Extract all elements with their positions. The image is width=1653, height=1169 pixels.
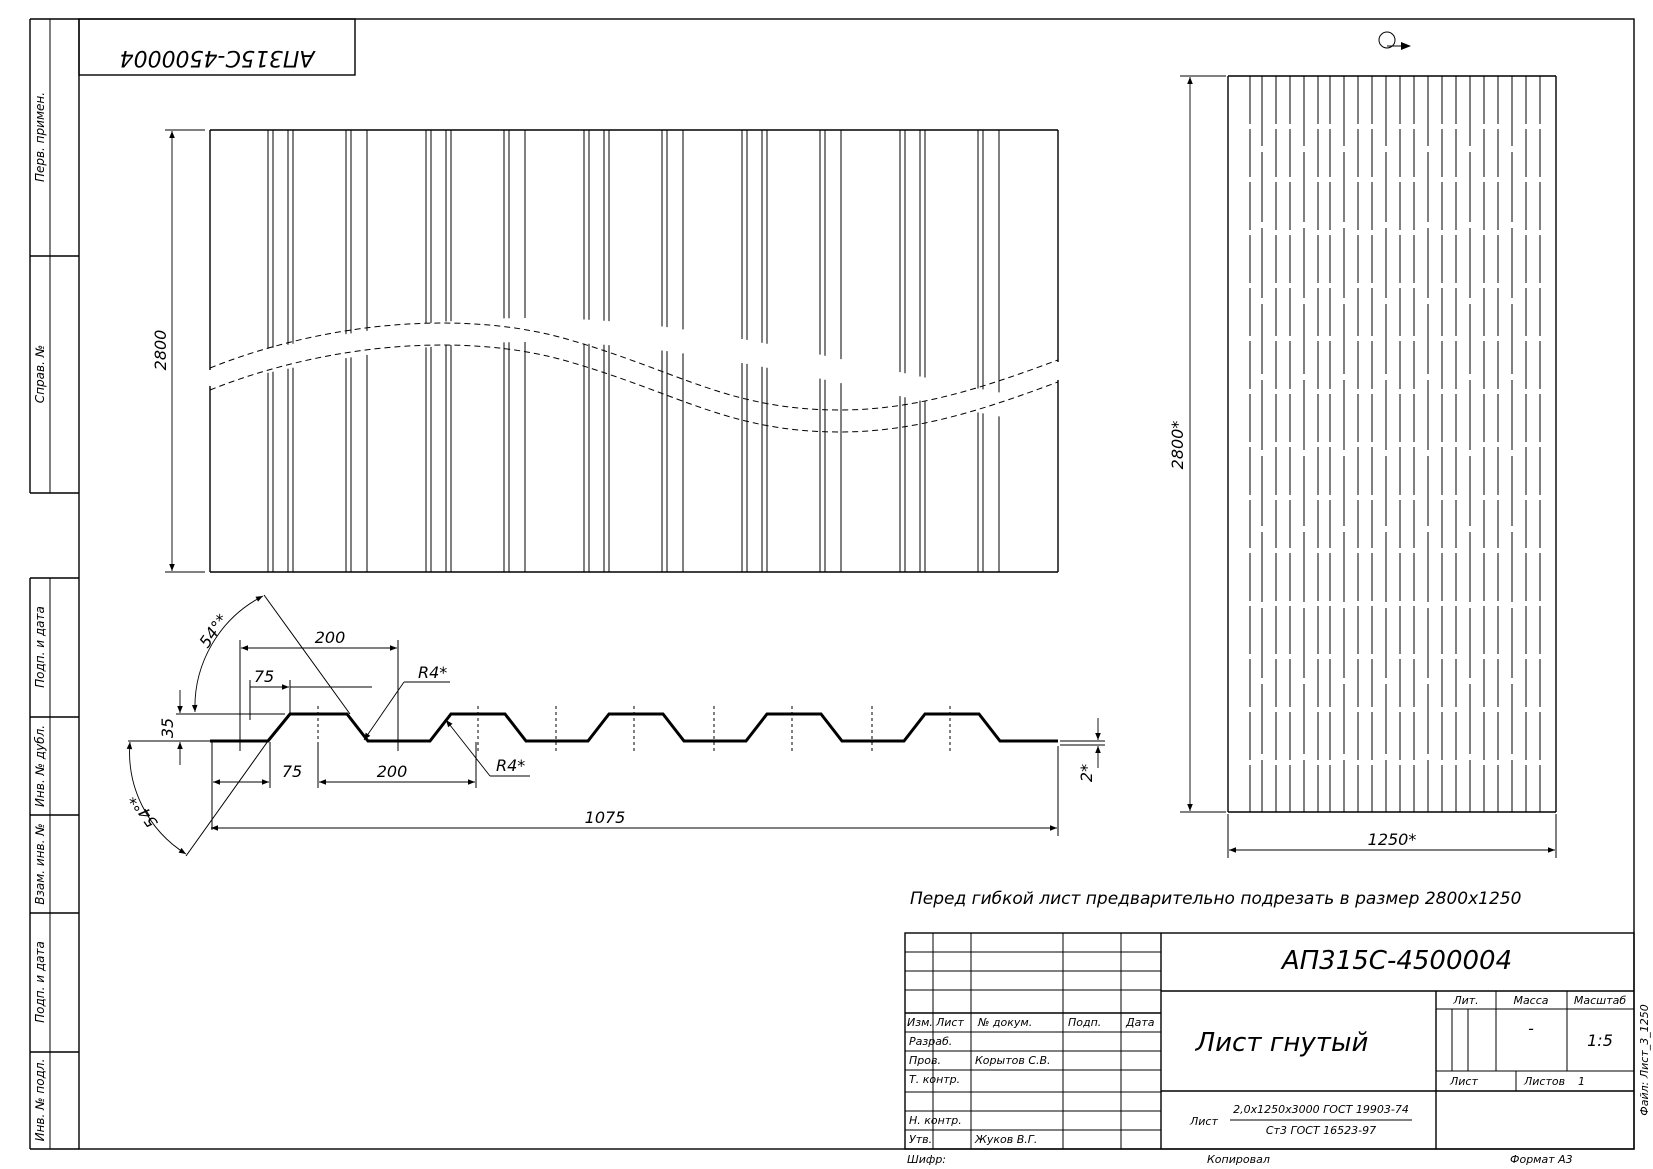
plan-view: 2800 (151, 129, 1059, 573)
massa-value: - (1528, 1019, 1534, 1038)
label-inv-no-podl: Инв. № подл. (33, 1059, 47, 1142)
col-doc: № докум. (977, 1016, 1032, 1029)
list-label: Лист (1449, 1075, 1478, 1088)
lit-label: Лит. (1452, 994, 1478, 1007)
massa-label: Масса (1513, 994, 1548, 1007)
row-prov: Пров. (909, 1054, 941, 1067)
shifr-label: Шифр: (907, 1153, 946, 1166)
col-izm: Изм. (907, 1016, 933, 1029)
side-view: 2800* 1250* (1168, 75, 1557, 858)
row-nkontr: Н. контр. (909, 1114, 962, 1127)
material-bottom: Ст3 ГОСТ 16523-97 (1266, 1124, 1376, 1137)
label-perv-primen: Перв. примен. (33, 92, 47, 182)
row-tkontr: Т. контр. (909, 1073, 960, 1086)
side-width-dim: 1250* (1368, 830, 1417, 849)
dim-r4-bottom: R4* (496, 756, 525, 775)
label-vzam-inv-no: Взам. инв. № (33, 823, 47, 904)
label-podp-data-1: Подп. и дата (33, 606, 47, 688)
dim-r4-top: R4* (418, 663, 447, 682)
utv-name: Жуков В.Г. (974, 1133, 1037, 1146)
row-razrab: Разраб. (909, 1035, 952, 1048)
masshtab-value: 1:5 (1587, 1031, 1613, 1050)
angle-top: 54°* (195, 611, 231, 652)
label-podp-data-2: Подп. и дата (33, 941, 47, 1023)
kopiroval-label: Копировал (1207, 1153, 1270, 1166)
title-code: АП315С-4500004 (1280, 946, 1512, 976)
label-inv-no-dubl: Инв. № дубл. (33, 725, 47, 807)
doc-code-mirrored: АП315С-4500004 (120, 45, 317, 70)
col-list: Лист (935, 1016, 964, 1029)
profile-section: 35 200 75 R4* 75 200 R4* 2* (125, 594, 1105, 857)
title-block: АП315С-4500004 Лист гнутый Изм. Лист № д… (904, 932, 1635, 1150)
col-podp: Подп. (1068, 1016, 1101, 1029)
dim-200-top: 200 (315, 628, 346, 647)
masshtab-label: Масштаб (1574, 994, 1626, 1007)
file-label: Файл: Лист_3_1250 (1638, 1004, 1651, 1115)
angle-bottom: 54°* (125, 791, 161, 832)
dim-2: 2* (1077, 764, 1096, 782)
format-label: Формат А3 (1510, 1153, 1573, 1166)
side-height-dim: 2800* (1168, 421, 1187, 470)
dim-200-bottom: 200 (377, 762, 408, 781)
left-strip-labels: Перв. примен. Справ. № Подп. и дата Инв.… (33, 92, 47, 1141)
projection-symbol-icon (1378, 31, 1411, 50)
prov-name: Корытов С.В. (975, 1054, 1051, 1067)
row-utv: Утв. (909, 1133, 932, 1146)
plan-height-dim: 2800 (151, 330, 170, 371)
material-prefix: Лист (1189, 1115, 1218, 1128)
dim-35: 35 (158, 718, 177, 738)
dim-75-top: 75 (254, 667, 274, 686)
listov-label: Листов (1523, 1075, 1565, 1088)
dim-75-bottom: 75 (282, 762, 302, 781)
sheet-frame (29, 18, 1635, 1150)
col-data: Дата (1125, 1016, 1155, 1029)
material-top: 2,0х1250х3000 ГОСТ 19903-74 (1233, 1103, 1409, 1116)
dim-1075: 1075 (585, 808, 626, 827)
title-name: Лист гнутый (1195, 1028, 1369, 1058)
listov-value: 1 (1578, 1075, 1585, 1088)
cutting-note: Перед гибкой лист предварительно подреза… (910, 889, 1521, 909)
label-sprav-no: Справ. № (33, 345, 47, 403)
